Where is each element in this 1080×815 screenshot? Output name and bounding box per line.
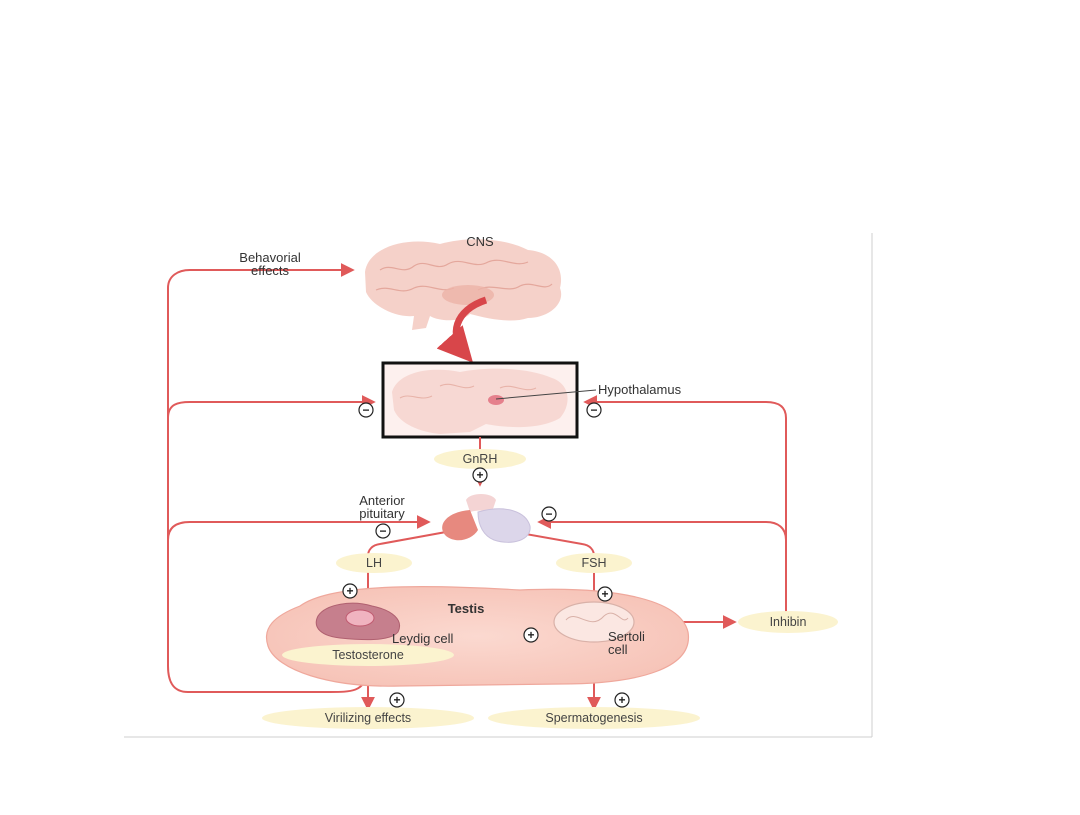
spermatogenesis-pill: Spermatogenesis: [488, 707, 700, 729]
minus-sign-hypothalamus-right: −: [586, 402, 602, 418]
hypothalamus-label: Hypothalamus: [598, 382, 682, 397]
virilizing-effects-label: Virilizing effects: [325, 711, 411, 725]
inhibin-label: Inhibin: [770, 615, 807, 629]
svg-text:−: −: [379, 524, 386, 538]
svg-text:+: +: [527, 628, 534, 642]
brain-illustration: [365, 239, 562, 330]
regulation-signs: − − + − − + + + + +: [342, 402, 630, 708]
hypothalamus-pointer-line: [495, 389, 597, 400]
cns-label: CNS: [466, 234, 494, 249]
behavioral-effects-label-line2: effects: [251, 263, 290, 278]
svg-text:+: +: [393, 693, 400, 707]
gnrh-label: GnRH: [463, 452, 498, 466]
fsh-pill: FSH: [556, 553, 632, 573]
svg-text:−: −: [545, 507, 552, 521]
anterior-pituitary-label-line1: Anterior: [359, 493, 405, 508]
leydig-cell-label: Leydig cell: [392, 631, 454, 646]
plus-sign-spermatogenesis: +: [614, 692, 630, 708]
testosterone-label: Testosterone: [332, 648, 404, 662]
sertoli-cell-label-line2: cell: [608, 642, 628, 657]
svg-text:−: −: [362, 403, 369, 417]
hypothalamus-box: [381, 361, 597, 439]
spermatogenesis-label: Spermatogenesis: [545, 711, 642, 725]
anterior-pituitary-label-line2: pituitary: [359, 506, 405, 521]
plus-sign-testosterone-sertoli: +: [523, 627, 539, 643]
gnrh-pill: GnRH: [434, 449, 526, 469]
plus-sign-lh: +: [342, 583, 358, 599]
minus-sign-pituitary-left: −: [375, 523, 391, 539]
anterior-pituitary-illustration: [442, 494, 531, 543]
testis-label: Testis: [448, 601, 485, 616]
svg-text:+: +: [601, 587, 608, 601]
cns-to-hypothalamus-arrow: [436, 296, 488, 363]
fsh-label: FSH: [582, 556, 607, 570]
svg-text:+: +: [346, 584, 353, 598]
virilizing-effects-pill: Virilizing effects: [262, 707, 474, 729]
svg-text:−: −: [590, 403, 597, 417]
plus-sign-gnrh: +: [472, 467, 488, 483]
left-feedback-loops: [167, 263, 431, 693]
minus-sign-hypothalamus-left: −: [358, 402, 374, 418]
lh-label: LH: [366, 556, 382, 570]
sertoli-cell-label-line1: Sertoli: [608, 629, 645, 644]
plus-sign-fsh: +: [597, 586, 613, 602]
minus-sign-pituitary-right: −: [541, 506, 557, 522]
right-feedback-loops: [537, 395, 787, 612]
plus-sign-virilizing: +: [389, 692, 405, 708]
behavioral-effects-label-line1: Behavorial: [239, 250, 301, 265]
lh-pill: LH: [336, 553, 412, 573]
inhibin-pill: Inhibin: [738, 611, 838, 633]
testosterone-pill: Testosterone: [282, 644, 454, 666]
svg-text:+: +: [476, 468, 483, 482]
svg-text:+: +: [618, 693, 625, 707]
